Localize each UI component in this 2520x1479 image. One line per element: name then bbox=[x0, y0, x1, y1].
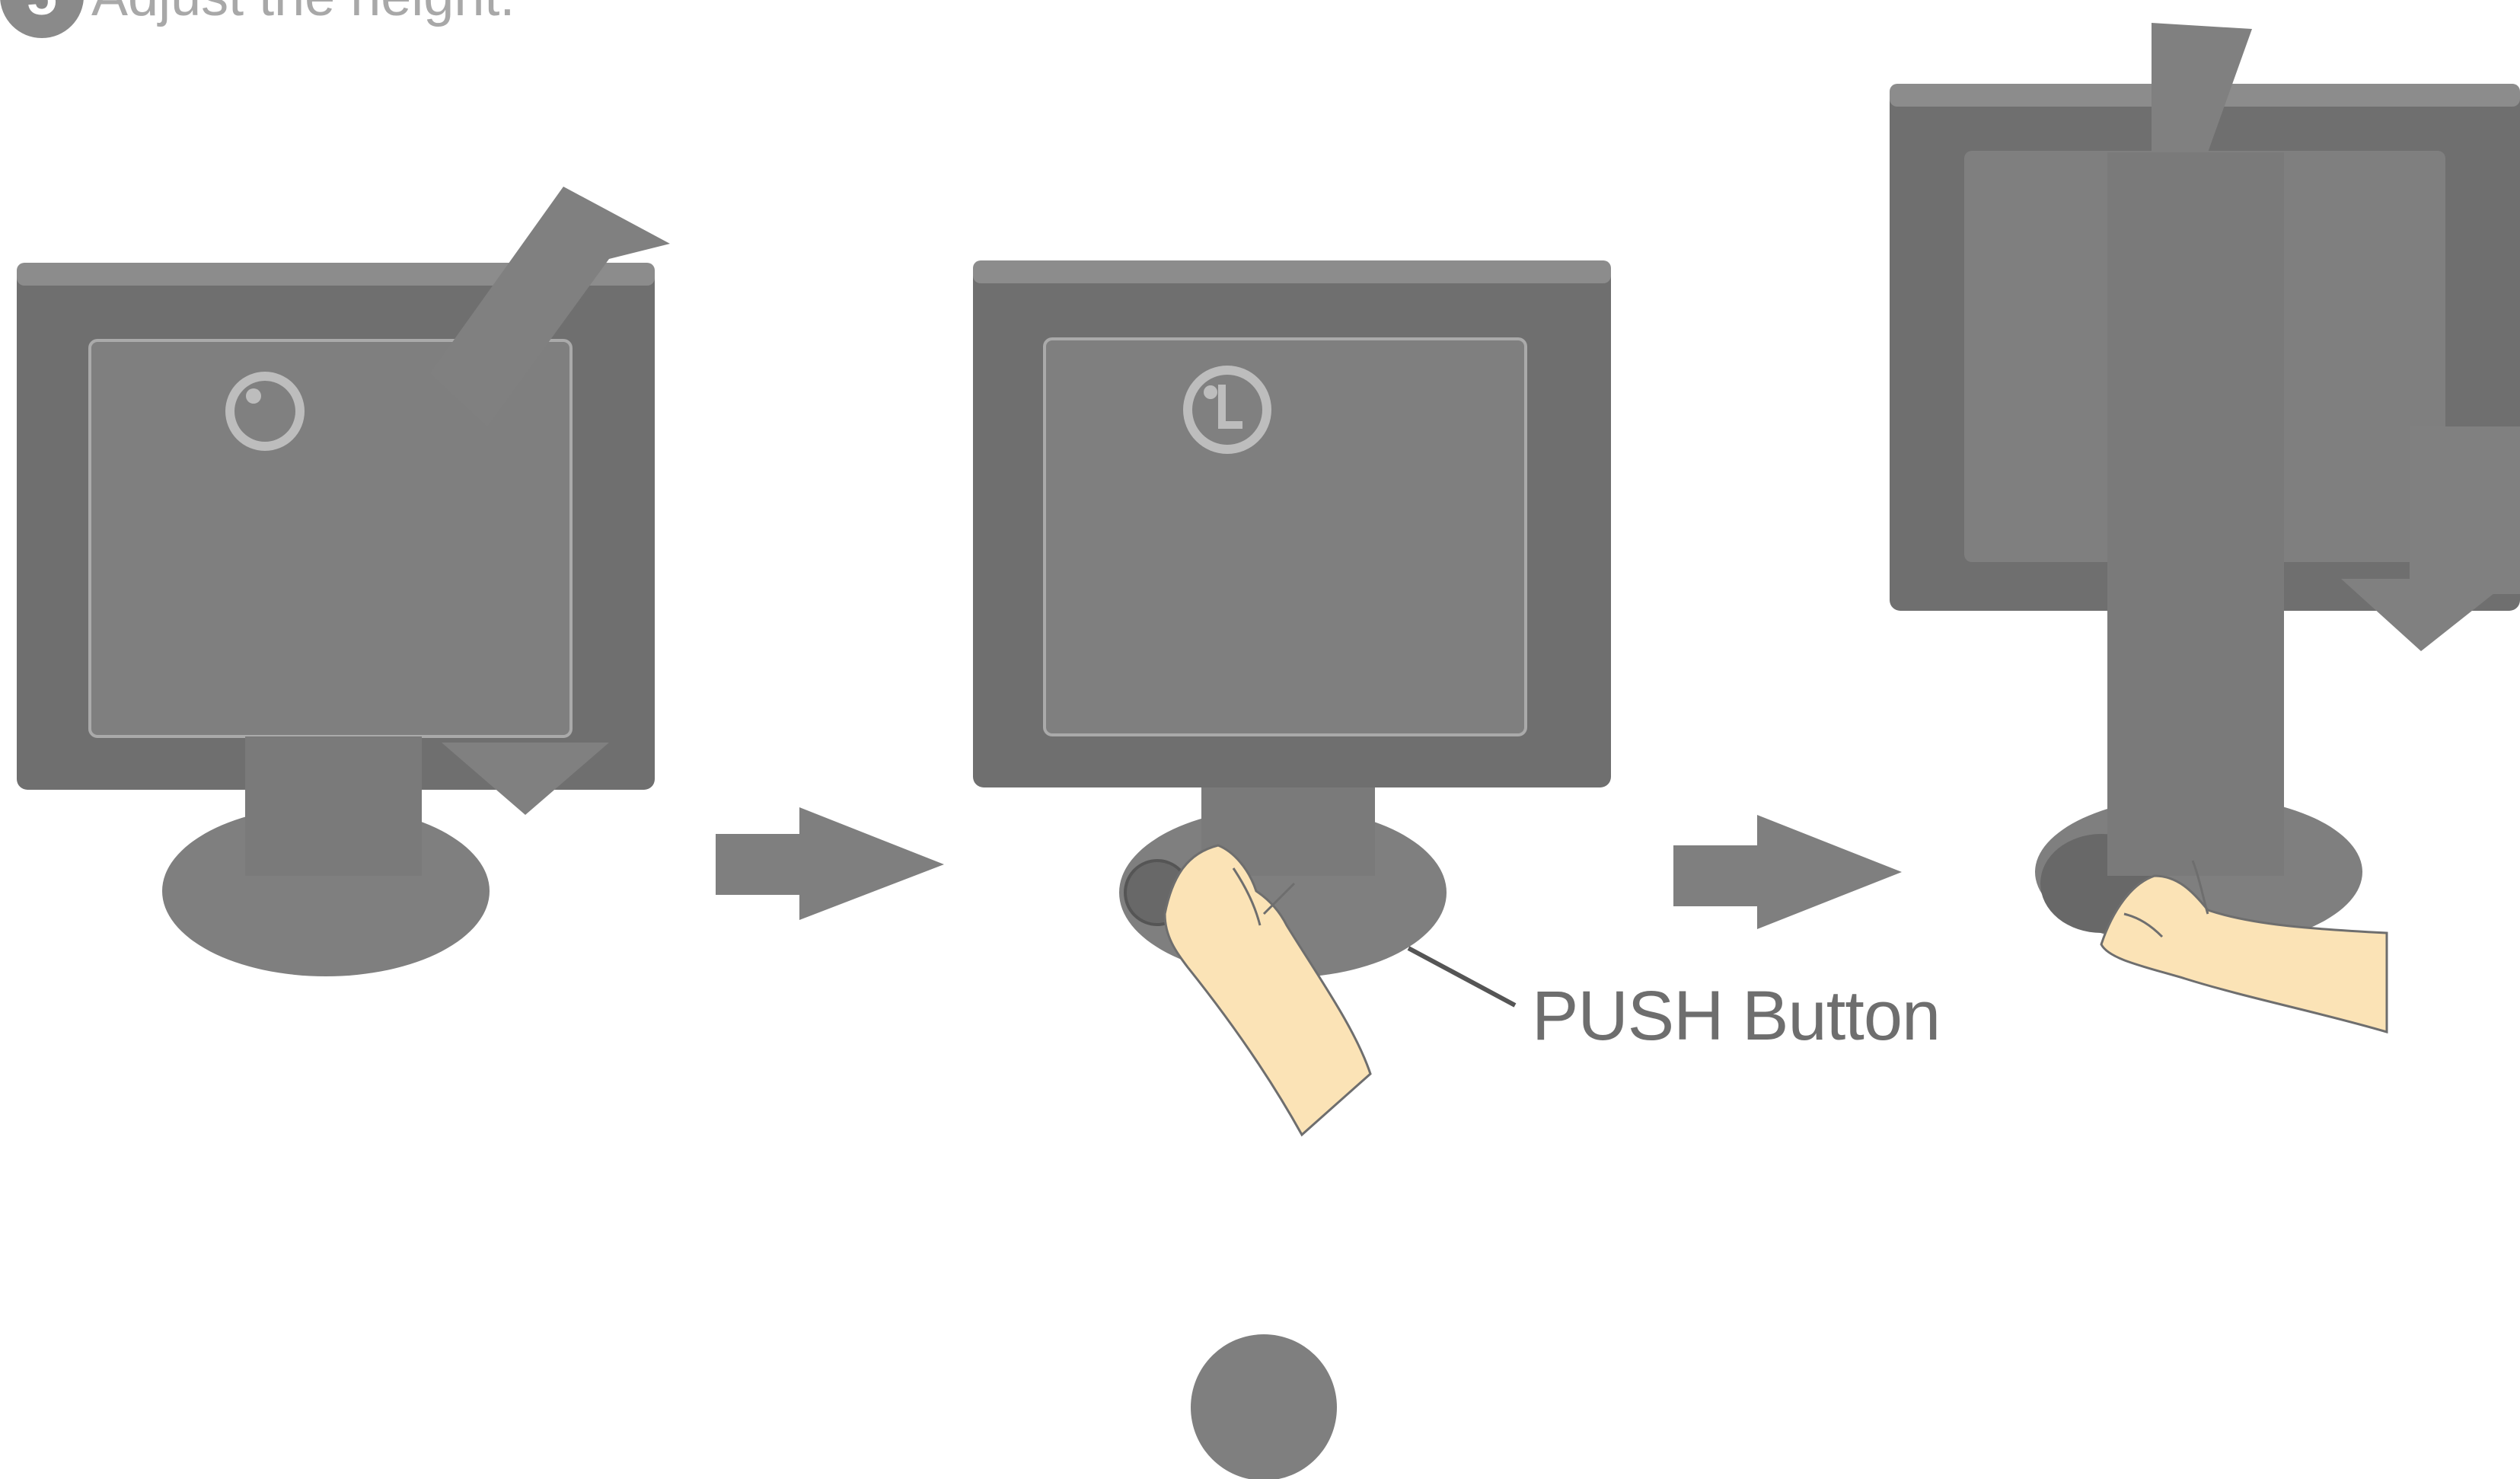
diagonal-arrow-icon bbox=[430, 187, 670, 426]
push-button-callout-line bbox=[1407, 946, 1517, 1008]
up-arrow-icon bbox=[2152, 23, 2252, 152]
right-arrow-icon bbox=[1673, 815, 1902, 929]
step-title: 5Adjust the height. bbox=[0, 0, 515, 47]
monitor-stand-neck bbox=[2107, 152, 2284, 876]
push-button-label: PUSH Button bbox=[1532, 977, 1941, 1055]
right-arrow-icon bbox=[716, 807, 944, 920]
hand-icon bbox=[1163, 844, 1372, 1137]
lg-logo-icon bbox=[225, 372, 305, 451]
monitor-panel-2 bbox=[973, 260, 1611, 1137]
monitor-back-panel bbox=[1043, 337, 1527, 736]
step-title-text: Adjust the height. bbox=[91, 0, 515, 24]
hand-icon bbox=[2100, 860, 2388, 1034]
down-arrow-icon bbox=[442, 743, 609, 815]
down-arrow-icon bbox=[2341, 579, 2512, 651]
monitor-panel-3 bbox=[1890, 23, 2520, 1034]
monitor-panel-1 bbox=[17, 187, 670, 976]
lg-logo-icon bbox=[1183, 366, 1271, 454]
page-dot-icon bbox=[1191, 1334, 1337, 1479]
